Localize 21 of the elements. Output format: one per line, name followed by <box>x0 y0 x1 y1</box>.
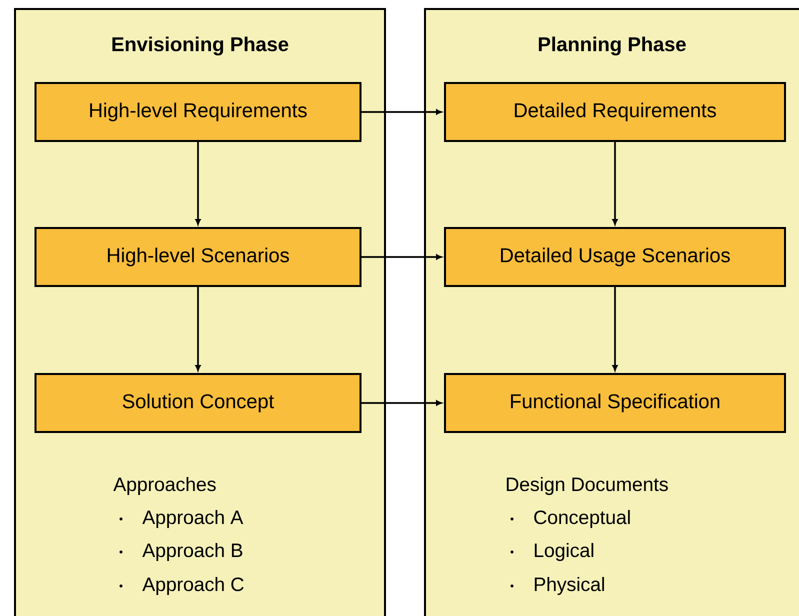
list-text: Approach B <box>142 542 242 561</box>
list-text: Conceptual <box>534 510 630 528</box>
list-text: Approach C <box>142 576 244 595</box>
process-box: Detailed Requirements <box>444 82 786 142</box>
list-text: Design Documents <box>506 476 668 495</box>
process-box: Functional Specification <box>444 372 786 433</box>
process-box: High-level Requirements <box>34 82 362 142</box>
process-box: Detailed Usage Scenarios <box>444 226 786 287</box>
arrow <box>362 400 442 406</box>
process-box: Solution Concept <box>34 372 362 433</box>
process-box: High-level Scenarios <box>34 226 362 287</box>
arrow <box>362 254 442 260</box>
arrow <box>195 142 201 225</box>
arrow <box>195 286 201 371</box>
arrow <box>362 109 442 115</box>
list-text: Logical <box>534 542 594 561</box>
list-text: Physical <box>534 576 604 595</box>
arrow <box>612 286 618 371</box>
arrow <box>612 142 618 225</box>
list-text: Approach A <box>142 510 244 528</box>
list-text: Approaches <box>113 476 216 495</box>
